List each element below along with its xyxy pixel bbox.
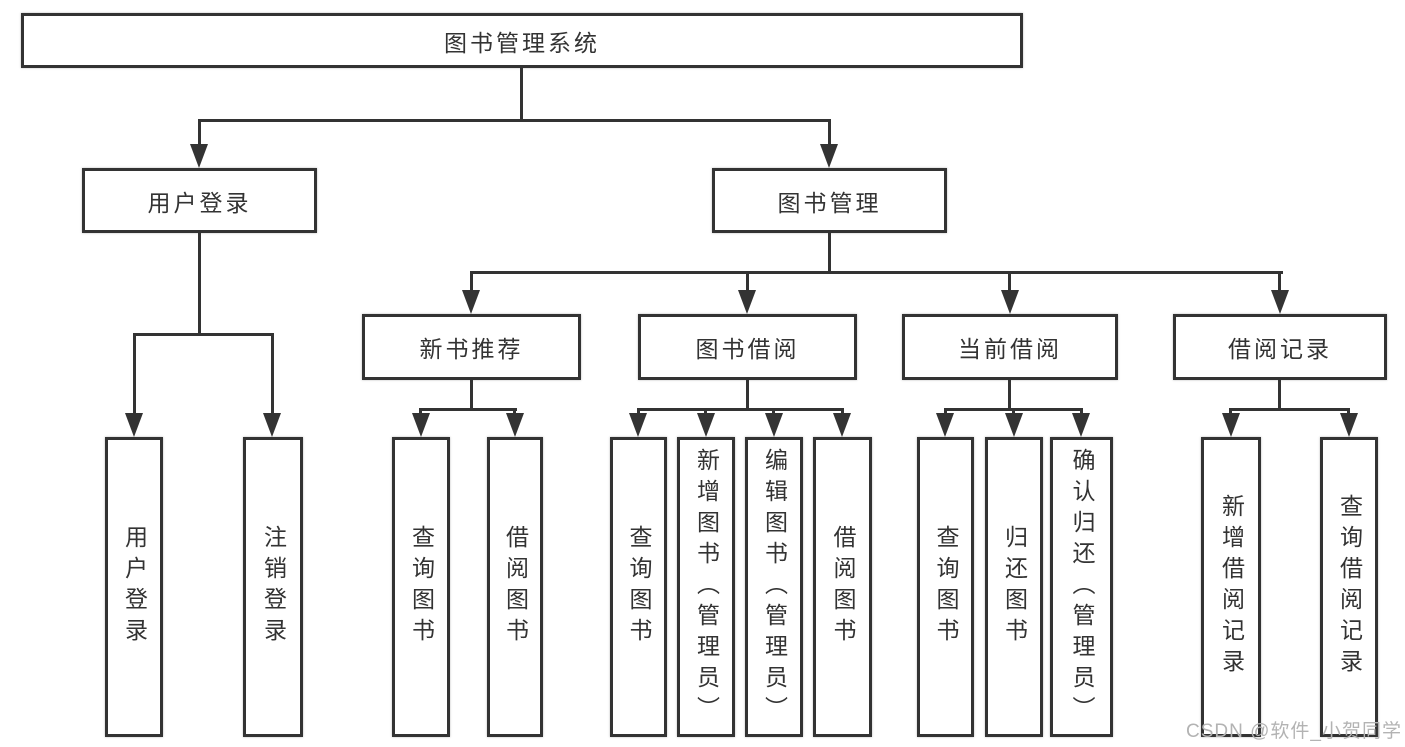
- leaf-label: 新增借阅记录: [1218, 494, 1245, 680]
- leaf-label: 查询图书: [408, 525, 435, 649]
- arrowhead-down: [125, 413, 143, 437]
- arrowhead-down: [1072, 413, 1090, 437]
- arrowhead-down: [1271, 290, 1289, 314]
- connector-rail: [637, 408, 843, 411]
- connector-stem: [1278, 380, 1281, 410]
- arrowhead-down: [506, 413, 524, 437]
- connector-stem: [470, 271, 473, 296]
- arrowhead-down: [412, 413, 430, 437]
- connector-level2-rail: [198, 119, 831, 122]
- leaf-label: 新增图书（管理员）: [693, 447, 720, 727]
- leaf-borrow-books: 借阅图书: [813, 437, 872, 737]
- leaf-label: 查询借阅记录: [1336, 494, 1363, 680]
- leaf-add-borrow-record: 新增借阅记录: [1201, 437, 1261, 737]
- arrowhead-down: [833, 413, 851, 437]
- node-library-management-system: 图书管理系统: [21, 13, 1023, 68]
- leaf-query-books: 查询图书: [610, 437, 667, 737]
- arrowhead-down: [1005, 413, 1023, 437]
- leaf-label: 编辑图书（管理员）: [761, 447, 788, 727]
- arrowhead-down: [1222, 413, 1240, 437]
- leaf-add-books-admin: 新增图书（管理员）: [677, 437, 735, 737]
- connector-stem: [828, 233, 831, 274]
- leaf-label: 借阅图书: [502, 525, 529, 649]
- arrowhead-down: [820, 144, 838, 168]
- connector-stem: [470, 380, 473, 410]
- leaf-label: 查询图书: [626, 525, 652, 649]
- arrowhead-down: [936, 413, 954, 437]
- connector-stem: [746, 271, 749, 296]
- leaf-label: 确认归还（管理员）: [1069, 447, 1095, 727]
- arrowhead-down: [1340, 413, 1358, 437]
- leaf-label: 借阅图书: [830, 525, 856, 649]
- connector-stem: [1278, 271, 1281, 296]
- connector-stem: [746, 380, 749, 410]
- node-current-borrowing: 当前借阅: [902, 314, 1118, 380]
- arrowhead-down: [765, 413, 783, 437]
- leaf-label: 查询图书: [933, 525, 959, 649]
- arrowhead-down: [697, 413, 715, 437]
- leaf-label: 归还图书: [1001, 525, 1028, 649]
- connector-stem: [1008, 380, 1011, 410]
- arrowhead-down: [263, 413, 281, 437]
- arrowhead-down: [190, 144, 208, 168]
- leaf-confirm-return-admin: 确认归还（管理员）: [1050, 437, 1113, 737]
- leaf-query-borrow-record: 查询借阅记录: [1320, 437, 1378, 737]
- connector-stem: [271, 333, 274, 415]
- node-new-book-recommendation: 新书推荐: [362, 314, 581, 380]
- leaf-return-books: 归还图书: [985, 437, 1043, 737]
- connector-stem: [198, 119, 201, 149]
- leaf-edit-books-admin: 编辑图书（管理员）: [745, 437, 803, 737]
- leaf-user-login: 用户登录: [105, 437, 163, 737]
- leaf-borrow-books: 借阅图书: [487, 437, 543, 737]
- connector-rail: [1229, 408, 1350, 411]
- node-borrowing-records: 借阅记录: [1173, 314, 1387, 380]
- connector-level3-rail: [470, 271, 1283, 274]
- watermark: CSDN @软件_小贺同学: [1186, 721, 1402, 742]
- arrowhead-down: [738, 290, 756, 314]
- connector-stem: [828, 119, 831, 149]
- connector-stem: [1008, 271, 1011, 296]
- arrowhead-down: [462, 290, 480, 314]
- connector-root-stem: [520, 68, 523, 120]
- node-user-login: 用户登录: [82, 168, 317, 233]
- connector-stem: [198, 233, 201, 333]
- connector-rail: [419, 408, 517, 411]
- connector-stem: [133, 333, 136, 415]
- arrowhead-down: [1001, 290, 1019, 314]
- node-book-management: 图书管理: [712, 168, 947, 233]
- arrowhead-down: [629, 413, 647, 437]
- node-book-borrowing: 图书借阅: [638, 314, 857, 380]
- connector-rail: [133, 333, 274, 336]
- leaf-query-books: 查询图书: [917, 437, 974, 737]
- leaf-label: 注销登录: [260, 525, 287, 649]
- leaf-label: 用户登录: [121, 525, 148, 649]
- leaf-query-books: 查询图书: [392, 437, 450, 737]
- leaf-logout: 注销登录: [243, 437, 303, 737]
